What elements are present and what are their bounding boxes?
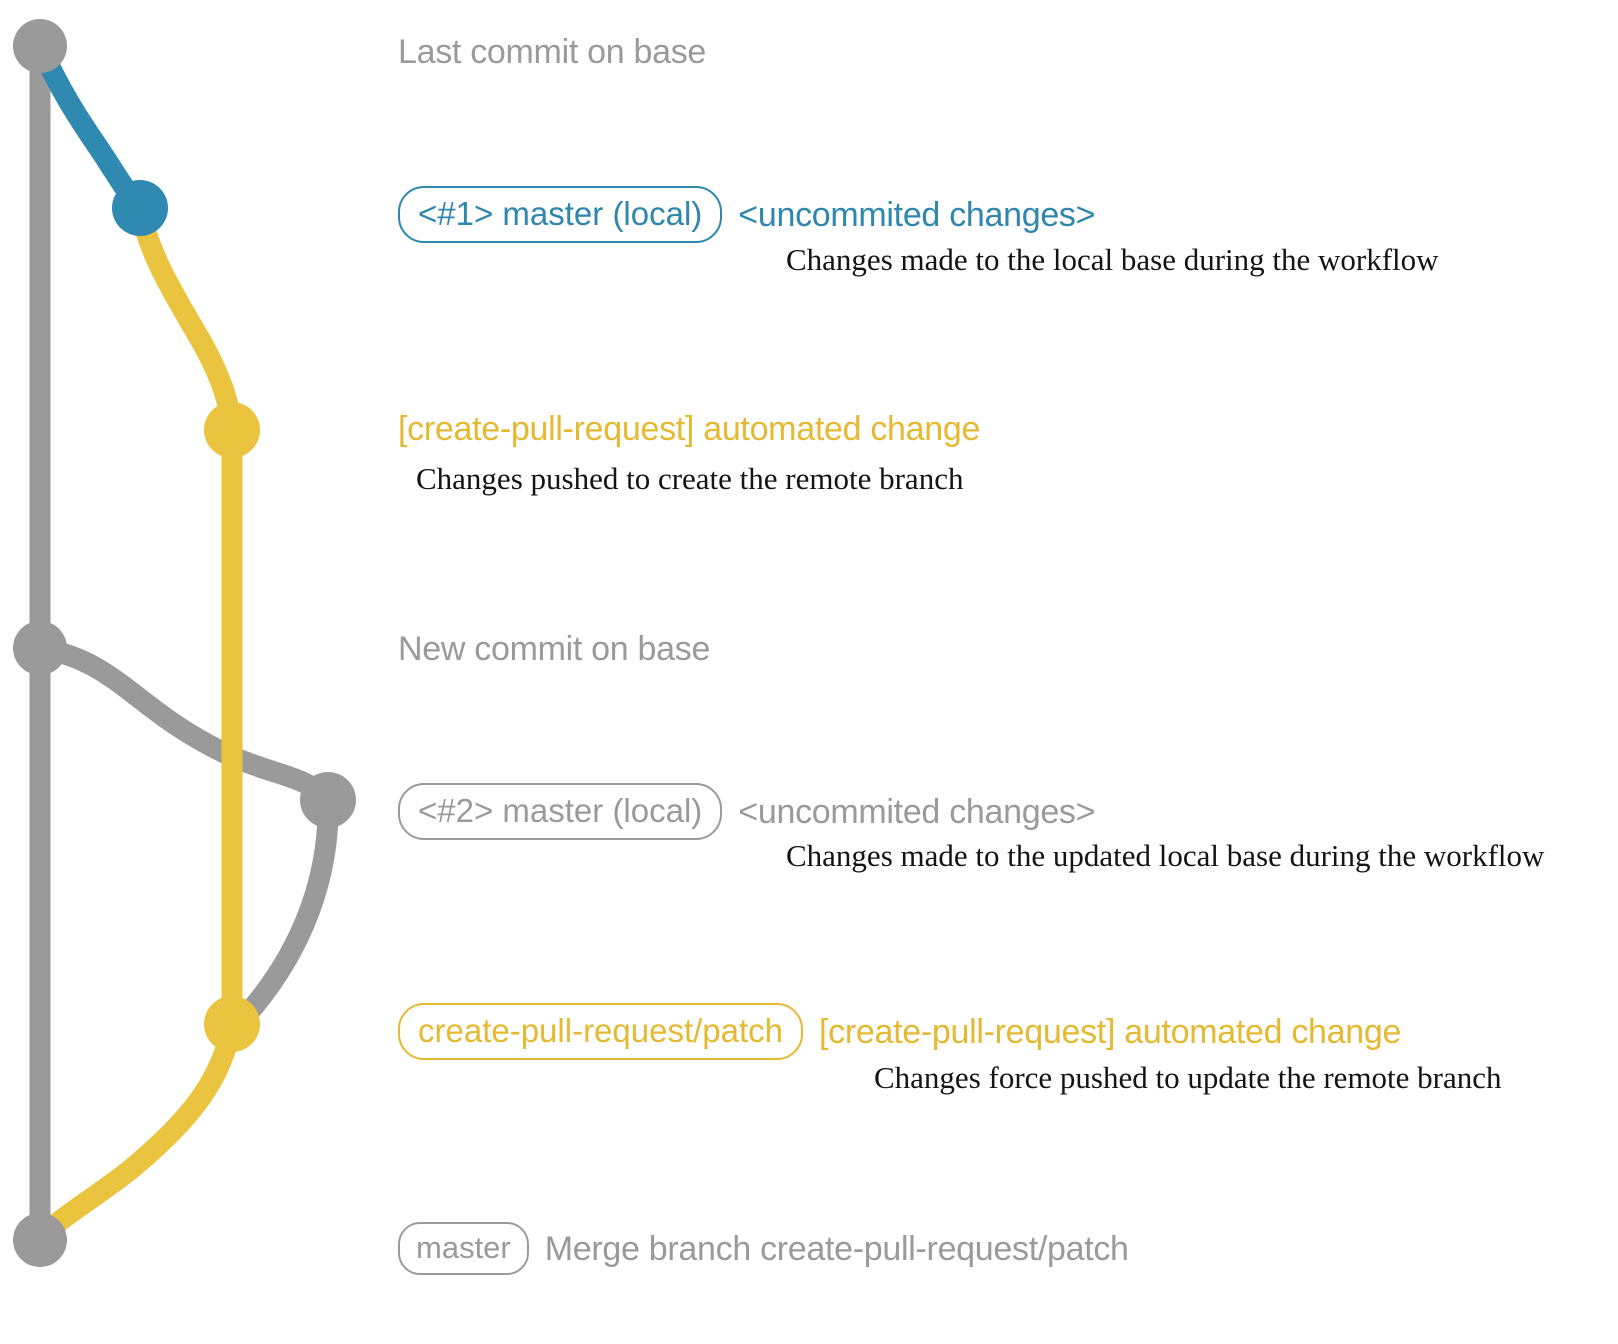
commit-dot-merge bbox=[13, 1213, 67, 1267]
row-local-1: <#1> master (local) <uncommited changes> bbox=[398, 186, 1096, 243]
base-to-local2-line bbox=[29, 637, 339, 811]
commit-dot-base-head bbox=[13, 19, 67, 73]
description-local-2: Changes made to the updated local base d… bbox=[786, 838, 1545, 873]
commit-dot-patch-2 bbox=[204, 996, 260, 1052]
row-new-commit-on-base: New commit on base bbox=[398, 632, 710, 666]
patch2-to-merge-line bbox=[29, 1013, 243, 1251]
commit-dot-patch-1 bbox=[204, 402, 260, 458]
commit-dot-local-1 bbox=[112, 180, 168, 236]
description-patch-1: Changes pushed to create the remote bran… bbox=[416, 461, 964, 496]
ref-badge-create-pull-request-patch[interactable]: create-pull-request/patch bbox=[398, 1003, 804, 1060]
row-patch-2: create-pull-request/patch [create-pull-r… bbox=[398, 1003, 1401, 1060]
ref-badge-master-local-1[interactable]: <#1> master (local) bbox=[398, 186, 723, 243]
headline-merge-branch: Merge branch create-pull-request/patch bbox=[544, 1229, 1129, 1268]
headline-uncommited-changes-2: <uncommited changes> bbox=[738, 792, 1096, 831]
row-merge: master Merge branch create-pull-request/… bbox=[398, 1222, 1129, 1275]
description-local-1: Changes made to the local base during th… bbox=[786, 242, 1439, 277]
commit-dot-base-new bbox=[13, 621, 67, 675]
ref-badge-master-local-2[interactable]: <#2> master (local) bbox=[398, 783, 723, 840]
headline-uncommited-changes-1: <uncommited changes> bbox=[738, 195, 1096, 234]
description-patch-2: Changes force pushed to update the remot… bbox=[874, 1060, 1502, 1095]
commit-dot-local-2 bbox=[300, 772, 356, 828]
row-last-commit-on-base: Last commit on base bbox=[398, 35, 706, 69]
commit-dots bbox=[13, 19, 356, 1267]
ref-badge-master[interactable]: master bbox=[398, 1222, 529, 1275]
row-patch-1: [create-pull-request] automated change bbox=[398, 412, 980, 446]
row-local-2: <#2> master (local) <uncommited changes> bbox=[398, 783, 1096, 840]
headline-automated-change-1: [create-pull-request] automated change bbox=[398, 410, 981, 448]
headline-automated-change-2: [create-pull-request] automated change bbox=[819, 1012, 1402, 1051]
headline-new-commit-on-base: New commit on base bbox=[398, 630, 711, 668]
headline-last-commit-on-base: Last commit on base bbox=[398, 33, 707, 71]
